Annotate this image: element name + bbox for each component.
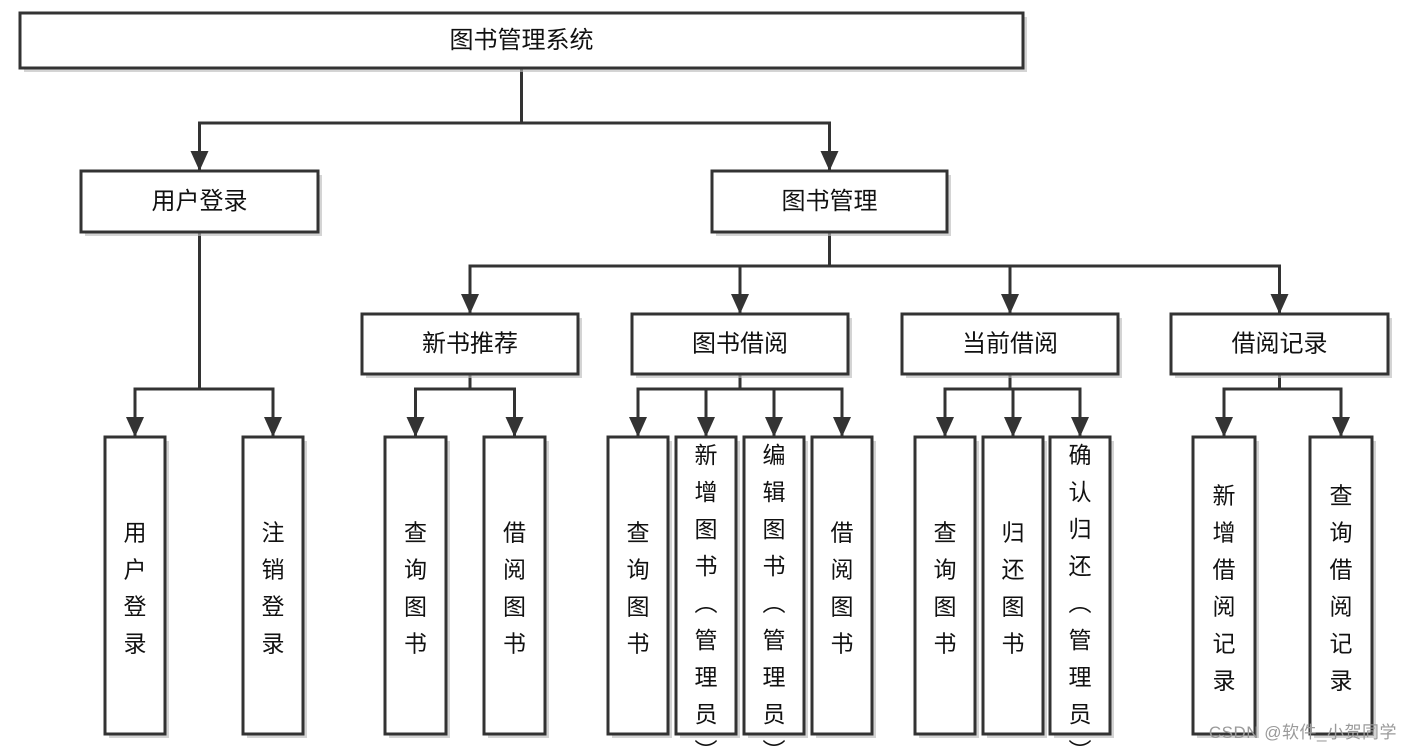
node-leaf-borrow-book-1[interactable]: 借阅图书 [482,435,549,738]
arrow-head-icon [264,417,282,437]
node-leaf-logout[interactable]: 注销登录 [241,435,307,738]
node-label: 借阅记录 [1232,330,1328,357]
node-label: 查询图书 [934,519,957,656]
node-label: 查询图书 [404,519,427,656]
edge-layer [126,66,1350,439]
edge-group-user-login [126,230,282,439]
node-label: 用户登录 [124,519,147,656]
edge-group-new-book-rec [406,372,524,439]
node-label: 查询借阅记录 [1330,482,1353,693]
arrow-head-icon [1071,417,1089,437]
node-current-borrow[interactable]: 当前借阅 [900,312,1122,378]
arrow-head-icon [190,151,209,171]
node-label: 用户登录 [152,188,248,215]
arrow-head-icon [1215,417,1233,437]
node-label: 借阅图书 [831,519,854,656]
node-label: 编辑图书︵管理员︶ [763,442,786,747]
arrow-head-icon [1004,417,1022,437]
arrow-head-icon [697,417,715,437]
node-label: 新增借阅记录 [1213,482,1236,693]
node-label: 借阅图书 [503,519,526,656]
node-user-login[interactable]: 用户登录 [79,169,322,236]
arrow-head-icon [765,417,783,437]
node-new-book-rec[interactable]: 新书推荐 [360,312,582,378]
arrow-head-icon [820,151,839,171]
node-leaf-user-login[interactable]: 用户登录 [103,435,169,738]
arrow-head-icon [505,417,524,437]
node-label: 确认归还︵管理员︶ [1069,442,1092,747]
edge-group-borrow-record [1215,372,1350,439]
edge-group-root [190,66,839,173]
node-label: 图书管理 [782,188,878,215]
node-label: 当前借阅 [962,330,1058,357]
edge-group-current-borrow [936,372,1089,439]
node-leaf-borrow-book-2[interactable]: 借阅图书 [810,435,876,738]
arrow-head-icon [1001,294,1019,314]
arrow-head-icon [936,417,954,437]
node-label: 图书借阅 [692,330,788,357]
arrow-head-icon [406,417,425,437]
node-book-borrow[interactable]: 图书借阅 [630,312,852,378]
arrow-head-icon [833,417,851,437]
edge-group-book-manage [461,230,1289,316]
arrow-head-icon [1332,417,1350,437]
node-leaf-query-record[interactable]: 查询借阅记录 [1308,435,1376,738]
node-label: 归还图书 [1002,519,1025,656]
node-label: 新增图书︵管理员︶ [695,442,718,747]
arrow-head-icon [461,294,479,314]
node-leaf-return-book[interactable]: 归还图书 [981,435,1047,738]
node-leaf-query-book-3[interactable]: 查询图书 [913,435,979,738]
node-label: 注销登录 [262,519,285,656]
node-borrow-record[interactable]: 借阅记录 [1169,312,1392,378]
node-leaf-edit-book[interactable]: 编辑图书︵管理员︶ [742,435,808,747]
node-leaf-query-book-2[interactable]: 查询图书 [606,435,672,738]
arrow-head-icon [1270,294,1289,314]
node-label: 查询图书 [627,519,650,656]
node-label: 新书推荐 [422,330,518,357]
node-leaf-query-book-1[interactable]: 查询图书 [383,435,450,738]
node-book-manage[interactable]: 图书管理 [710,169,951,236]
node-label: 图书管理系统 [450,27,594,54]
arrow-head-icon [126,417,144,437]
node-leaf-confirm-return[interactable]: 确认归还︵管理员︶ [1048,435,1114,747]
arrow-head-icon [629,417,647,437]
arrow-head-icon [731,294,749,314]
node-leaf-add-record[interactable]: 新增借阅记录 [1191,435,1259,738]
edge-group-book-borrow [629,372,851,439]
node-leaf-add-book[interactable]: 新增图书︵管理员︶ [674,435,740,747]
node-layer: 图书管理系统用户登录图书管理新书推荐图书借阅当前借阅借阅记录用户登录注销登录查询… [18,11,1392,747]
node-root[interactable]: 图书管理系统 [18,11,1027,72]
